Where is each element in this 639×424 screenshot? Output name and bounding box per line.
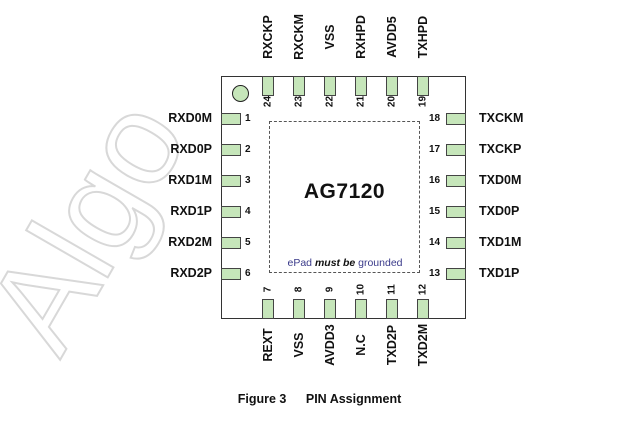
pin-label: TXD2P xyxy=(385,324,399,366)
pin-number: 21 xyxy=(355,95,367,108)
pin-number: 7 xyxy=(262,286,274,293)
pin-label: RXD2M xyxy=(168,235,212,249)
pin-pad xyxy=(221,175,241,187)
chip-package xyxy=(221,76,466,319)
pin-pad xyxy=(446,113,466,125)
pin-label: RXD0M xyxy=(168,111,212,125)
pin-label: TXCKP xyxy=(479,142,522,156)
pin-label: RXD1P xyxy=(170,204,212,218)
pin-number: 3 xyxy=(245,175,251,186)
pin-number: 2 xyxy=(245,144,251,155)
pin-number: 14 xyxy=(429,237,441,248)
pin-pad xyxy=(293,76,305,96)
pin-label: TXD0M xyxy=(479,173,522,187)
pin-pad xyxy=(386,299,398,319)
pin-pad xyxy=(446,237,466,249)
pin-number: 18 xyxy=(429,113,441,124)
pin-label: RXCKP xyxy=(261,15,275,59)
pin-pad xyxy=(221,206,241,218)
pin-number: 4 xyxy=(245,206,251,217)
pin-label: N.C xyxy=(354,334,368,356)
pin-pad xyxy=(221,237,241,249)
pin-number: 5 xyxy=(245,237,251,248)
pin-label: TXD2M xyxy=(416,323,430,367)
pin-number: 13 xyxy=(429,268,441,279)
pin-label: REXT xyxy=(261,328,275,362)
pin-pad xyxy=(221,268,241,280)
pin-number: 22 xyxy=(324,95,336,108)
pin-number: 9 xyxy=(324,286,336,293)
figure-caption: Figure 3 PIN Assignment xyxy=(0,392,639,406)
pin-pad xyxy=(386,76,398,96)
pin-pad xyxy=(446,144,466,156)
pin-pad xyxy=(293,299,305,319)
pin-label: RXD0P xyxy=(170,142,212,156)
pin1-marker xyxy=(232,85,249,102)
pin-pad xyxy=(221,144,241,156)
pin-label: TXHPD xyxy=(416,15,430,59)
pin-label: AVDD3 xyxy=(323,324,337,366)
pin-label: TXD1P xyxy=(479,266,520,280)
pin-label: TXCKM xyxy=(479,111,524,125)
pin-number: 19 xyxy=(417,95,429,108)
pin-label: RXD1M xyxy=(168,173,212,187)
pin-pad xyxy=(355,299,367,319)
pin-number: 24 xyxy=(262,95,274,108)
pin-pad xyxy=(446,268,466,280)
pin-number: 8 xyxy=(293,286,305,293)
pin-label: TXD1M xyxy=(479,235,522,249)
pin-number: 1 xyxy=(245,113,251,124)
figure-title: PIN Assignment xyxy=(305,392,402,406)
pin-number: 20 xyxy=(386,95,398,108)
pin-number: 15 xyxy=(429,206,441,217)
pin-label: TXD0P xyxy=(479,204,520,218)
pin-pad xyxy=(446,175,466,187)
pin-label: VSS xyxy=(292,332,306,358)
pin-number: 23 xyxy=(293,95,305,108)
pin-label: RXCKM xyxy=(292,14,306,60)
pin-pad xyxy=(355,76,367,96)
pin-label: RXHPD xyxy=(354,15,368,59)
pin-number: 6 xyxy=(245,268,251,279)
pin-number: 16 xyxy=(429,175,441,186)
pin-pad xyxy=(262,299,274,319)
chip-name: AG7120 xyxy=(303,180,386,203)
pin-number: 12 xyxy=(417,283,429,296)
pin-pad xyxy=(417,76,429,96)
pin-number: 17 xyxy=(429,144,441,155)
pin-pad xyxy=(221,113,241,125)
pin-pad xyxy=(262,76,274,96)
pin-label: AVDD5 xyxy=(385,16,399,58)
pin-label: VSS xyxy=(323,24,337,50)
epad-note: ePad must be grounded xyxy=(287,257,403,269)
pin-pad xyxy=(324,76,336,96)
exposed-pad xyxy=(269,121,420,273)
figure-number: Figure 3 xyxy=(237,392,287,406)
pin-pad xyxy=(324,299,336,319)
pin-pad xyxy=(417,299,429,319)
pin-pad xyxy=(446,206,466,218)
pin-number: 11 xyxy=(386,284,398,295)
pin-label: RXD2P xyxy=(170,266,212,280)
pin-number: 10 xyxy=(355,283,367,296)
